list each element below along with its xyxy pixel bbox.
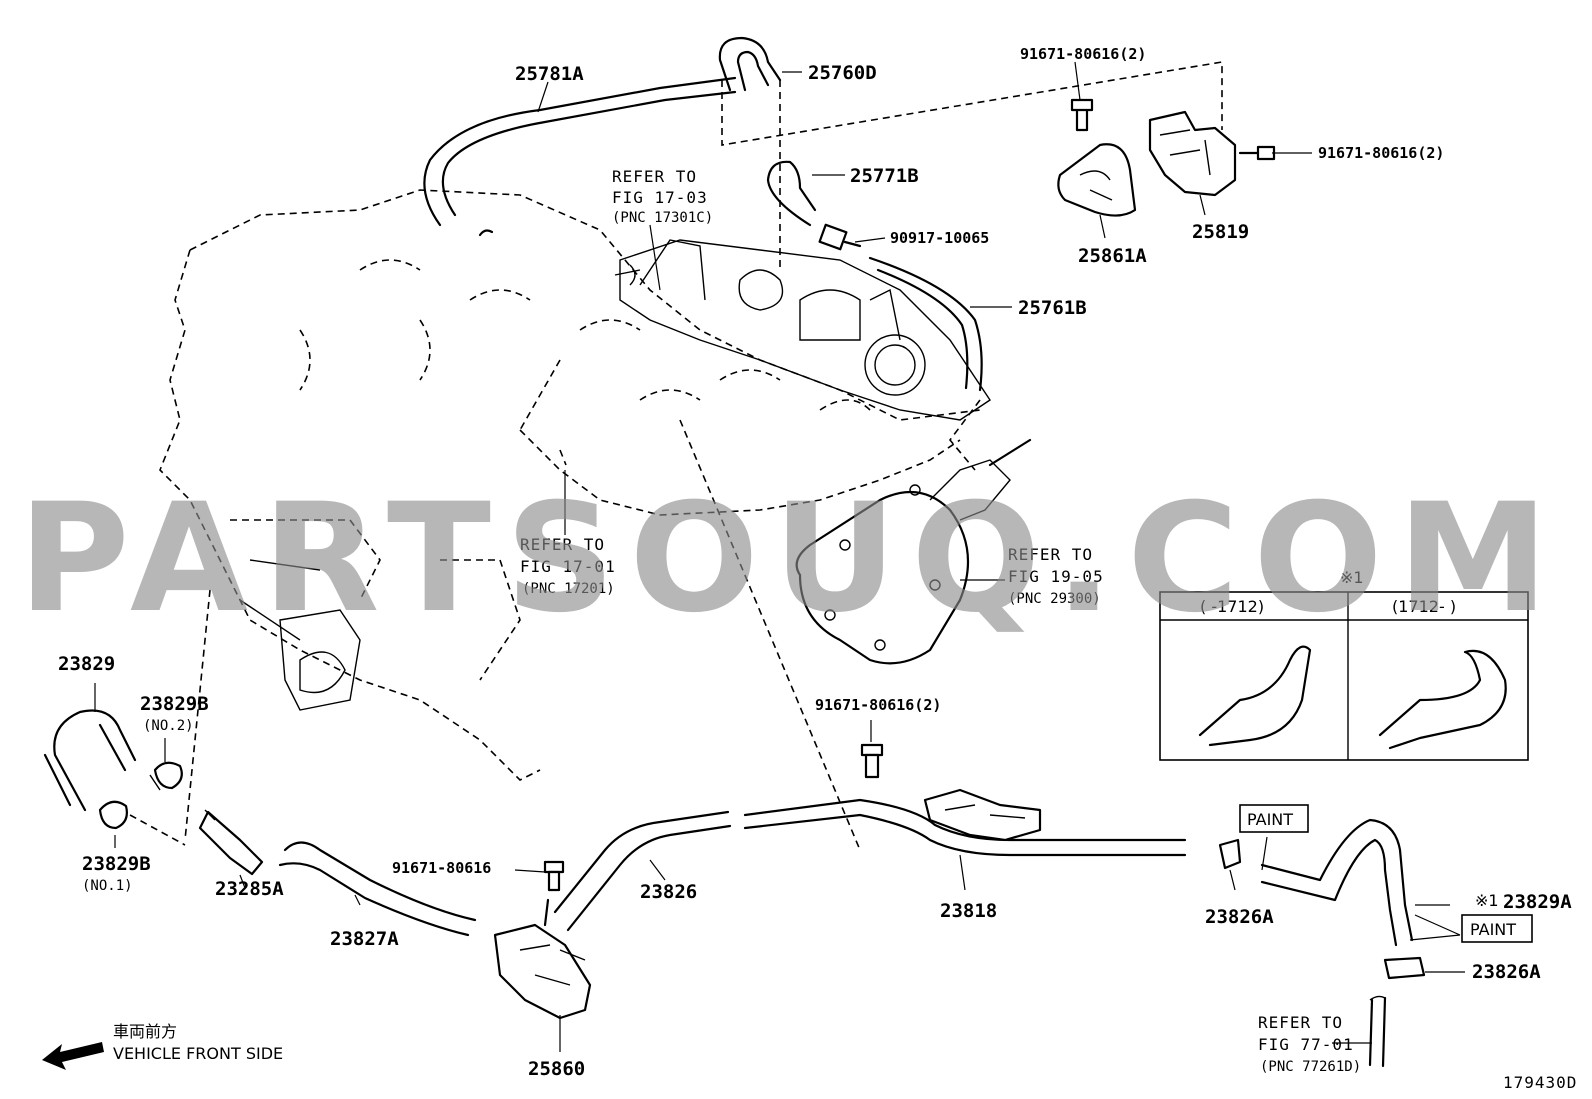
label-23829b-no2: 23829B <box>140 693 209 715</box>
label-23829: 23829 <box>58 653 115 675</box>
leader-lines <box>94 61 1465 1052</box>
svg-text:FIG 19-05: FIG 19-05 <box>1008 567 1104 586</box>
vehicle-front-en: VEHICLE FRONT SIDE <box>113 1044 283 1063</box>
label-25860: 25860 <box>528 1058 585 1080</box>
vacuum-pump <box>795 438 1032 665</box>
svg-text:REFER TO: REFER TO <box>520 535 605 554</box>
svg-text:FIG 77-01: FIG 77-01 <box>1258 1035 1354 1054</box>
label-23829b-no1: 23829B <box>82 853 151 875</box>
label-23285a: 23285A <box>215 878 284 900</box>
drawing-number: 179430D <box>1503 1073 1577 1092</box>
clamp-23829b-no2 <box>149 761 183 791</box>
label-25819: 25819 <box>1192 221 1249 243</box>
label-23829a: 23829A <box>1503 891 1572 913</box>
label-91671-mid: 91671-80616(2) <box>815 696 941 714</box>
hose-25760d <box>718 36 782 92</box>
svg-text:(PNC 17301C): (PNC 17301C) <box>612 210 713 226</box>
label-23829a-mark: ※1 <box>1475 891 1499 910</box>
label-25861a: 25861A <box>1078 245 1147 267</box>
vehicle-front-indicator: 車両前方 VEHICLE FRONT SIDE <box>42 1022 283 1070</box>
clamp-23829b-no1 <box>98 800 128 830</box>
hose-23829a <box>1260 818 1414 942</box>
reference-fig-77-01: REFER TO FIG 77-01 (PNC 77261D) <box>1258 1013 1361 1075</box>
vehicle-front-jp: 車両前方 <box>113 1022 177 1041</box>
valve-23285a <box>198 809 264 876</box>
pipe-23818-bracket <box>923 788 1042 842</box>
svg-text:FIG 17-03: FIG 17-03 <box>612 188 708 207</box>
engine-phantom-outline <box>129 189 981 851</box>
label-90917-10065: 90917-10065 <box>890 229 989 247</box>
label-23826a-lower: 23826A <box>1472 961 1541 983</box>
hose-25761b <box>868 256 983 392</box>
label-25760d: 25760D <box>808 62 877 84</box>
arrow-left-icon <box>42 1042 104 1070</box>
clip-23826a-upper <box>1218 838 1242 870</box>
label-no1: (NO.1) <box>82 878 133 894</box>
bolt-91671-mid <box>860 743 884 779</box>
label-25781a: 25781A <box>515 63 584 85</box>
vsv-25860 <box>493 898 592 1020</box>
label-91671-top: 91671-80616(2) <box>1020 45 1146 63</box>
label-23826: 23826 <box>640 881 697 903</box>
svg-text:REFER TO: REFER TO <box>1258 1013 1343 1032</box>
hose-25781a <box>423 76 737 227</box>
fitting-90917-10065 <box>818 223 862 251</box>
svg-text:REFER TO: REFER TO <box>612 167 697 186</box>
svg-text:REFER TO: REFER TO <box>1008 545 1093 564</box>
svg-text:FIG 17-01: FIG 17-01 <box>520 557 616 576</box>
paint-label-upper: PAINT <box>1247 810 1293 829</box>
vsv-25819 <box>1148 110 1276 197</box>
reference-fig-17-03: REFER TO FIG 17-03 (PNC 17301C) <box>612 167 713 226</box>
paint-box-lower: PAINT <box>1461 914 1533 943</box>
label-91671-right: 91671-80616(2) <box>1318 144 1444 162</box>
svg-text:(PNC 77261D): (PNC 77261D) <box>1260 1059 1361 1075</box>
paint-label-lower: PAINT <box>1470 920 1516 939</box>
variant-col-after: (1712- ) <box>1392 597 1456 616</box>
label-25771b: 25771B <box>850 165 919 187</box>
label-no2: (NO.2) <box>143 718 194 734</box>
reference-fig-17-01: REFER TO FIG 17-01 (PNC 17201) <box>520 535 616 597</box>
dashed-leaders <box>721 61 1223 471</box>
label-23818: 23818 <box>940 900 997 922</box>
pipe-23818 <box>743 813 1187 857</box>
hose-23829 <box>53 709 137 812</box>
intake-manifold <box>614 239 991 421</box>
paint-box-upper: PAINT <box>1239 804 1309 833</box>
label-91671-single: 91671-80616 <box>392 859 491 877</box>
svg-text:(PNC 17201): (PNC 17201) <box>522 581 615 597</box>
bolt-91671-single <box>543 860 565 892</box>
hose-25771b <box>766 160 817 227</box>
hose-23826 <box>566 824 732 932</box>
label-25761b: 25761B <box>1018 297 1087 319</box>
bracket-25861a <box>1057 98 1137 217</box>
clip-23826a-lower <box>1383 956 1426 980</box>
watermark: PARTSOUQ.COM <box>18 472 1563 646</box>
variant-box: ※1 ( -1712) (1712- ) <box>1159 568 1529 761</box>
variant-col-before: ( -1712) <box>1200 597 1264 616</box>
variant-box-mark: ※1 <box>1340 568 1364 587</box>
pipe-77261d <box>1368 996 1387 1068</box>
svg-text:(PNC 29300): (PNC 29300) <box>1008 591 1101 607</box>
reference-fig-19-05: REFER TO FIG 19-05 (PNC 29300) <box>1008 545 1104 607</box>
label-23826a-upper: 23826A <box>1205 906 1274 928</box>
label-23827a: 23827A <box>330 928 399 950</box>
hose-23827a <box>283 841 477 922</box>
